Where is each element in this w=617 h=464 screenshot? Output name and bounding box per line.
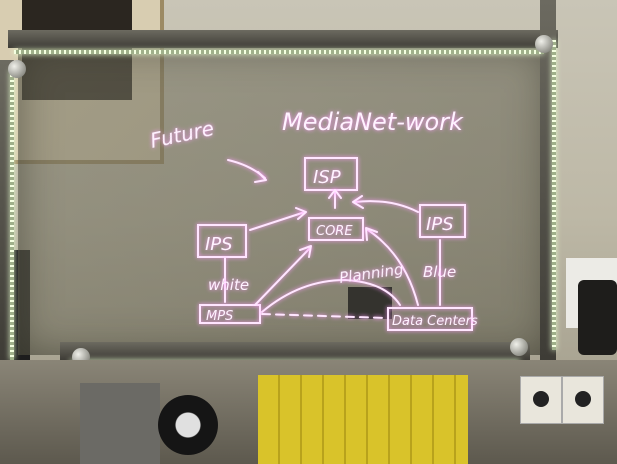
frame-top-rail bbox=[8, 30, 558, 48]
dimmer-knob bbox=[575, 391, 591, 407]
edge-mps-core bbox=[254, 247, 311, 306]
future-arrow-head bbox=[254, 171, 267, 183]
ips-right-node-label: IPS bbox=[426, 214, 454, 235]
dimmer-controller-2 bbox=[562, 376, 604, 424]
future-annotation: Future bbox=[148, 116, 216, 153]
parts-tray bbox=[258, 375, 468, 464]
edge-core-isp-head bbox=[328, 189, 342, 199]
right-dark-device bbox=[578, 280, 617, 355]
frame-corner-top-left bbox=[8, 60, 26, 78]
edge-label-blue: Blue bbox=[423, 263, 456, 281]
led-strip-top bbox=[14, 50, 544, 54]
wall-outlet bbox=[348, 287, 392, 319]
ips-right-node-box bbox=[419, 204, 466, 238]
frame-corner-top-right bbox=[535, 35, 553, 53]
data-centers-node-label: Data Centers bbox=[392, 314, 478, 329]
edge-ips-right-core-head bbox=[352, 195, 364, 209]
dimmer-knob bbox=[533, 391, 549, 407]
mps-node-label: MPS bbox=[206, 309, 233, 324]
edge-dc-core-head bbox=[365, 227, 378, 241]
edge-ips-left-core-head bbox=[295, 207, 307, 220]
dimmer-controller-1 bbox=[520, 376, 562, 424]
core-node-label: CORE bbox=[316, 224, 353, 239]
edge-ips-left-core bbox=[249, 211, 306, 231]
edge-mps-dc-dashed bbox=[261, 313, 387, 319]
ips-left-node-label: IPS bbox=[205, 234, 233, 255]
edge-dc-core bbox=[367, 229, 419, 306]
glass-board bbox=[18, 45, 548, 355]
isp-node-label: ISP bbox=[313, 167, 341, 188]
ips-left-node-box bbox=[197, 224, 247, 258]
core-node-box bbox=[308, 217, 364, 241]
board-title: MediaNet-work bbox=[282, 108, 464, 136]
edge-label-white: white bbox=[208, 276, 249, 294]
mps-node-box bbox=[199, 304, 261, 324]
component-box bbox=[80, 383, 160, 464]
edge-mps-core-head bbox=[299, 245, 312, 258]
future-arrow bbox=[227, 159, 266, 179]
led-strip-right bbox=[552, 40, 556, 350]
edge-label-planning: Planning bbox=[338, 260, 405, 287]
frame-corner-bottom-right bbox=[510, 338, 528, 356]
isp-node-box bbox=[304, 157, 358, 191]
data-centers-node-box bbox=[387, 307, 473, 331]
frame-bottom-rail bbox=[60, 342, 530, 360]
led-spool bbox=[158, 395, 218, 455]
edge-planning bbox=[261, 279, 401, 313]
edge-ips-right-core bbox=[354, 200, 419, 213]
led-strip-left bbox=[10, 70, 14, 360]
